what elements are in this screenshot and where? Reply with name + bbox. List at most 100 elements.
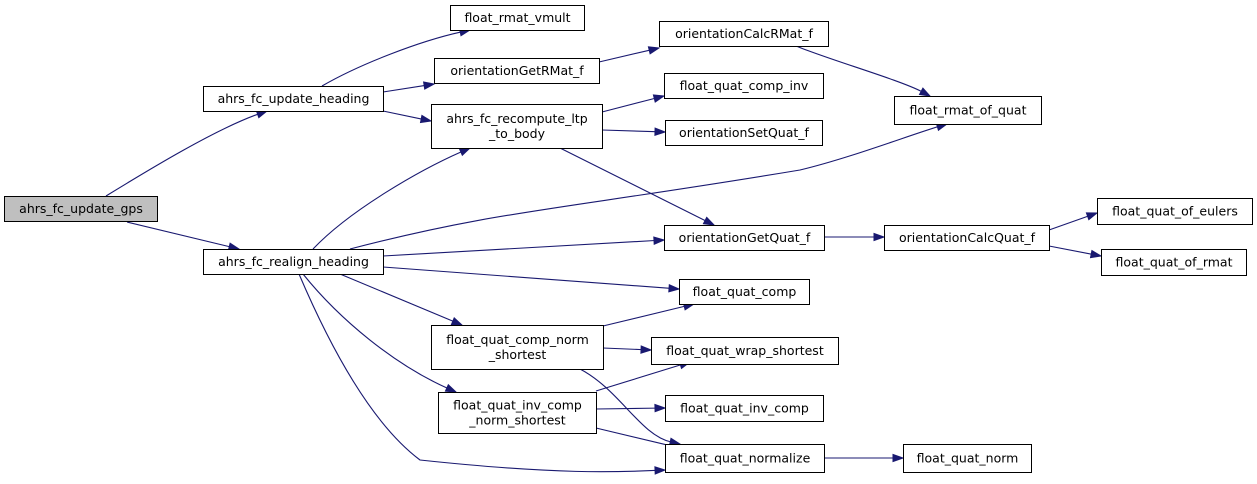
node-calc-quat[interactable]: orientationCalcQuat_f <box>884 225 1050 251</box>
edge-arrowhead <box>668 283 681 293</box>
node-label: float_quat_of_eulers <box>1112 204 1238 219</box>
node-box <box>450 5 585 31</box>
edge-line <box>595 427 672 447</box>
edge-update_heading-to-get_rmat <box>382 81 436 93</box>
node-box <box>659 21 829 47</box>
node-label: orientationSetQuat_f <box>679 125 809 140</box>
node-label: float_quat_norm <box>917 451 1019 466</box>
edge-arrowhead <box>647 46 661 55</box>
node-label: float_quat_inv_comp <box>453 398 582 413</box>
node-update-heading[interactable]: ahrs_fc_update_heading <box>203 86 384 112</box>
node-box <box>1097 198 1253 225</box>
edge-inv_comp_norm_shortest-to-inv_comp <box>595 403 667 413</box>
node-label: float_rmat_of_quat <box>910 103 1027 118</box>
node-update-gps[interactable]: ahrs_fc_update_gps <box>4 196 158 222</box>
node-wrap-shortest[interactable]: float_quat_wrap_shortest <box>651 337 839 365</box>
node-label: float_quat_of_rmat <box>1116 255 1233 270</box>
edge-line <box>1048 215 1089 231</box>
node-box <box>431 325 604 370</box>
edge-arrowhead <box>653 236 666 245</box>
edge-line <box>601 97 656 113</box>
edge-line <box>382 266 671 289</box>
edge-arrowhead <box>640 345 653 354</box>
edge-arrowhead <box>1085 212 1099 221</box>
edge-update_heading-to-recompute <box>382 110 433 124</box>
node-box <box>894 96 1042 125</box>
edge-arrowhead <box>918 87 932 97</box>
edge-line <box>579 368 672 443</box>
edge-calc_quat-to-quat_of_rmat <box>1048 245 1103 259</box>
node-rmat-vmult[interactable]: float_rmat_vmult <box>450 5 585 31</box>
node-realign-heading[interactable]: ahrs_fc_realign_heading <box>203 249 384 275</box>
node-comp-norm-shortest[interactable]: float_quat_comp_norm_shortest <box>431 325 604 370</box>
node-comp-inv[interactable]: float_quat_comp_inv <box>664 73 824 99</box>
node-label: float_quat_comp_inv <box>680 78 809 93</box>
edge-arrowhead <box>654 466 667 475</box>
edge-realign_heading-to-normalize <box>298 273 667 475</box>
node-box <box>665 120 823 146</box>
edge-line <box>105 113 259 197</box>
edge-arrowhead <box>873 232 886 242</box>
edge-calc_rmat-to-rmat_of_quat <box>795 45 932 97</box>
edge-get_quat-to-calc_quat <box>824 232 886 242</box>
edge-arrowhead <box>450 316 464 326</box>
edge-recompute-to-set_quat <box>601 127 667 136</box>
node-inv-comp[interactable]: float_quat_inv_comp <box>665 395 824 422</box>
edge-line <box>349 126 939 250</box>
node-recompute[interactable]: ahrs_fc_recompute_ltp_to_body <box>431 104 603 149</box>
edge-calc_quat-to-quat_of_eulers <box>1048 212 1099 231</box>
edge-get_rmat-to-calc_rmat <box>598 46 661 63</box>
node-rmat-of-quat[interactable]: float_rmat_of_quat <box>894 96 1042 125</box>
node-box <box>664 73 824 99</box>
node-box <box>679 279 810 305</box>
edge-arrowhead <box>422 81 436 90</box>
edge-line <box>339 273 454 323</box>
node-label: float_quat_wrap_shortest <box>666 343 824 358</box>
node-box <box>4 196 158 222</box>
edge-line <box>298 273 657 473</box>
node-label: _to_body <box>488 126 546 141</box>
edge-line <box>601 129 657 133</box>
node-box <box>1101 249 1247 276</box>
edge-arrowhead <box>419 114 433 124</box>
edge-realign_heading-to-inv_comp_norm_shortest <box>302 273 458 393</box>
node-calc-rmat[interactable]: orientationCalcRMat_f <box>659 21 829 47</box>
node-label: orientationCalcQuat_f <box>899 230 1036 245</box>
node-label: float_rmat_vmult <box>464 10 570 25</box>
edge-line <box>795 45 923 93</box>
edge-line <box>602 347 643 351</box>
node-quat-of-rmat[interactable]: float_quat_of_rmat <box>1101 249 1247 276</box>
edge-realign_heading-to-get_quat <box>382 236 666 257</box>
node-normalize[interactable]: float_quat_normalize <box>665 444 825 473</box>
node-box <box>884 225 1050 251</box>
edge-line <box>602 305 686 327</box>
edge-comp_norm_shortest-to-wrap_shortest <box>602 345 653 354</box>
edge-line <box>382 110 423 120</box>
edge-inv_comp_norm_shortest-to-wrap_shortest <box>595 360 692 392</box>
edge-comp_norm_shortest-to-quat_comp <box>602 302 696 327</box>
edge-normalize-to-quat_norm <box>824 453 905 463</box>
edge-arrowhead <box>702 216 716 226</box>
node-box <box>665 395 824 422</box>
node-box <box>438 392 597 434</box>
edge-line <box>321 31 462 87</box>
node-label: ahrs_fc_update_gps <box>19 201 143 216</box>
node-get-rmat[interactable]: orientationGetRMat_f <box>434 58 600 84</box>
node-quat-comp[interactable]: float_quat_comp <box>679 279 810 305</box>
node-inv-comp-norm-shortest[interactable]: float_quat_inv_comp_norm_shortest <box>438 392 597 434</box>
node-box <box>431 104 603 149</box>
edge-line <box>382 239 656 257</box>
node-box <box>203 249 384 275</box>
node-set-quat[interactable]: orientationSetQuat_f <box>665 120 823 146</box>
node-quat-norm[interactable]: float_quat_norm <box>903 444 1032 473</box>
node-label: float_quat_comp_norm <box>446 332 589 347</box>
node-get-quat[interactable]: orientationGetQuat_f <box>664 225 825 251</box>
node-box <box>664 225 825 251</box>
node-box <box>651 337 839 365</box>
node-quat-of-eulers[interactable]: float_quat_of_eulers <box>1097 198 1253 225</box>
node-box <box>665 444 825 473</box>
node-label: _norm_shortest <box>468 413 565 428</box>
node-label: _shortest <box>488 347 547 362</box>
edge-line <box>598 49 651 63</box>
